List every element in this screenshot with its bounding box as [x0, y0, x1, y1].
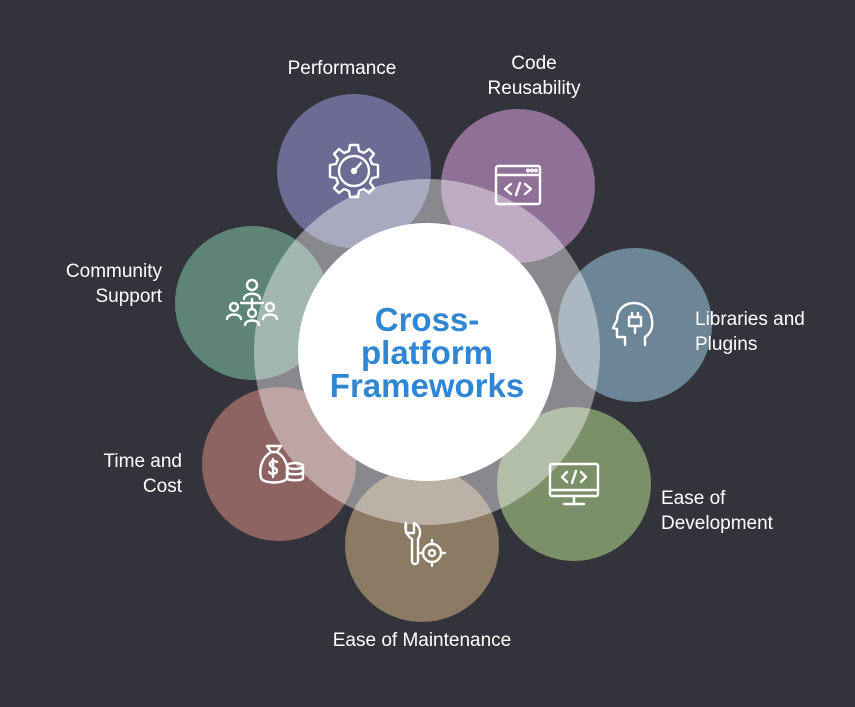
center-title: Cross- platform Frameworks: [329, 300, 525, 404]
code-window-icon: [494, 164, 542, 206]
gauge-gear-icon: [328, 143, 380, 199]
wrench-gear-icon: [404, 521, 447, 568]
petal-ease-of-maintenance: [345, 468, 499, 622]
head-plug-icon: [611, 301, 654, 347]
code-monitor-icon: [548, 462, 600, 506]
petal-performance: [277, 94, 431, 248]
label-ease-of-maintenance: Ease of Maintenance: [332, 630, 512, 651]
label-time-and-cost: Time and Cost: [103, 451, 183, 497]
center-circle: Cross- platform Frameworks: [298, 223, 556, 481]
label-community-support: Community Support: [65, 261, 162, 307]
money-bag-coins-icon: [259, 444, 305, 484]
label-libraries-plugins: Libraries and Plugins: [695, 309, 805, 355]
people-network-icon: [225, 278, 279, 327]
label-ease-of-development: Ease of Development: [661, 488, 773, 534]
label-performance: Performance: [287, 58, 397, 79]
petal-libraries-plugins: [558, 248, 712, 402]
label-code-reusability: Code Reusability: [487, 53, 581, 99]
